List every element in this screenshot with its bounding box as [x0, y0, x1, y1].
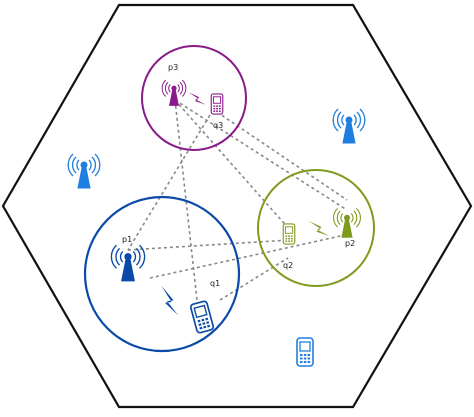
hexagon-cell-boundary	[1, 3, 473, 409]
label-p1: p1	[122, 235, 132, 244]
label-q1: q1	[210, 279, 220, 288]
tower-p3-icon	[161, 79, 187, 106]
label-p2: p2	[345, 239, 355, 248]
cell-circle-p3	[141, 45, 247, 151]
tower-right-icon	[332, 108, 366, 144]
phone-q3-icon	[210, 93, 224, 115]
tower-p1-icon	[110, 244, 146, 282]
label-q3: q3	[213, 121, 223, 130]
label-p3: p3	[168, 63, 178, 72]
cell-circle-p2	[257, 169, 375, 287]
interference-links	[127, 99, 348, 301]
cell-circle-p1	[83, 195, 241, 353]
label-q2: q2	[283, 261, 293, 270]
tower-p2-icon	[333, 207, 361, 238]
link-p1-q1-icon	[153, 285, 187, 316]
link-p3-q3-icon	[188, 92, 206, 105]
phone-bottom-icon	[296, 337, 314, 367]
tower-left-icon	[67, 153, 101, 189]
phone-q1-icon	[189, 299, 215, 335]
link-p2-q2-icon	[308, 220, 330, 237]
phone-q2-icon	[282, 223, 296, 245]
